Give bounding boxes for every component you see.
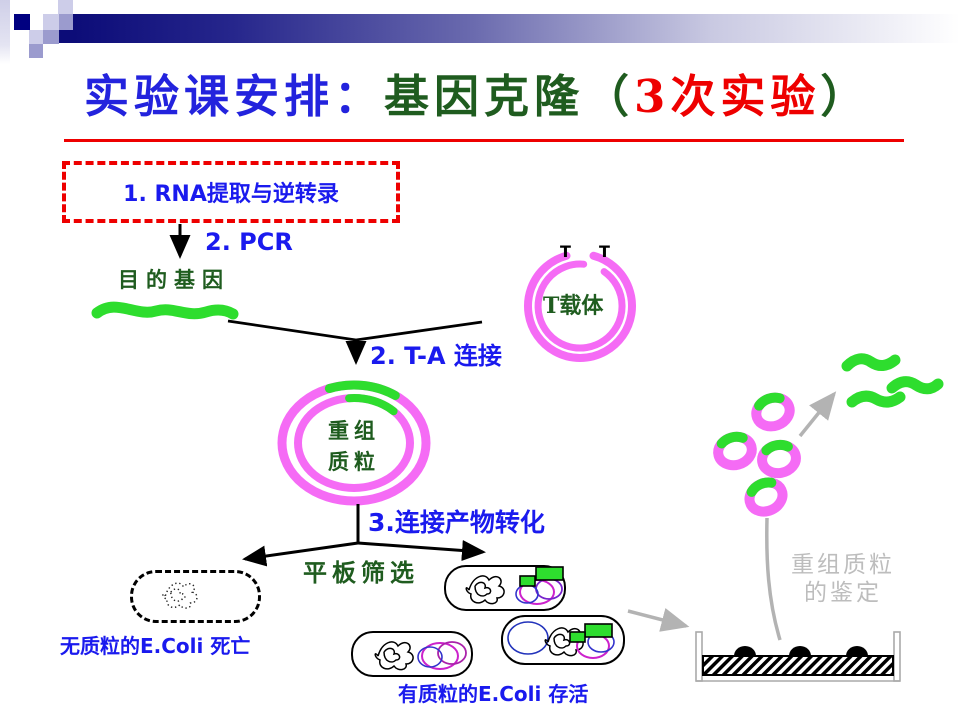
- identify-line1: 重组质粒: [791, 552, 895, 578]
- ecoli-cell-c: [501, 615, 625, 665]
- deco-square: [59, 30, 73, 43]
- plate-screen-label: 平板筛选: [303, 558, 419, 587]
- deco-square: [14, 14, 30, 30]
- recombinant-plasmid-label: 重组质粒: [328, 415, 380, 477]
- identification-arrows: [627, 391, 837, 641]
- t-overhang-left: T: [560, 242, 571, 261]
- ecoli-cell-a: [444, 565, 566, 611]
- deco-square: [59, 14, 73, 30]
- t-vector-plasmid: [524, 251, 636, 363]
- title-part-blue: 实验课安排：: [84, 70, 385, 123]
- title-paren-close: ）: [820, 70, 871, 123]
- deco-square: [43, 14, 59, 30]
- title-paren-open: （: [584, 70, 635, 123]
- step2-pcr-label: 2. PCR: [205, 228, 293, 256]
- step2-ta-label: 2. T-A 连接: [370, 342, 502, 370]
- arrow-ta-ligation: [227, 319, 483, 365]
- ecoli-cell-b: [351, 631, 473, 677]
- with-plasmid-caption: 有质粒的E.Coli 存活: [398, 682, 589, 706]
- recomb-line1: 重组: [328, 418, 380, 443]
- step3-label: 3.连接产物转化: [368, 508, 545, 537]
- step1-label: 1. RNA提取与逆转录: [123, 182, 339, 207]
- header-gradient-bar: [73, 14, 960, 43]
- identify-line2: 的鉴定: [804, 580, 882, 606]
- title-underline: [64, 139, 904, 142]
- page-title: 实验课安排：基因克隆（3次实验）: [84, 60, 944, 125]
- t-overhang-right: T: [599, 242, 610, 261]
- step1-box: 1. RNA提取与逆转录: [62, 161, 400, 223]
- excised-gene-fragments: [841, 353, 944, 408]
- t-vector-label: T载体: [543, 293, 604, 319]
- header-left-strip: [0, 0, 10, 64]
- no-plasmid-caption: 无质粒的E.Coli 死亡: [60, 634, 251, 658]
- deco-square: [58, 0, 73, 15]
- title-part-green: 基因克隆: [384, 70, 585, 123]
- deco-square: [43, 30, 59, 44]
- identification-caption: 重组质粒的鉴定: [791, 551, 895, 607]
- target-gene-fragment: [91, 301, 239, 320]
- recombinant-plasmid: [277, 380, 431, 506]
- identification-plate: [695, 631, 901, 682]
- target-gene-label: 目的基因: [118, 267, 230, 292]
- deco-square: [29, 44, 43, 58]
- arrow-transformation-split: [242, 504, 486, 567]
- recomb-line2: 质粒: [328, 449, 380, 474]
- purified-plasmids: [713, 392, 801, 517]
- deco-square: [29, 30, 43, 44]
- dead-cell-capsule: [130, 570, 261, 623]
- title-part-red: 3次实验: [634, 70, 821, 123]
